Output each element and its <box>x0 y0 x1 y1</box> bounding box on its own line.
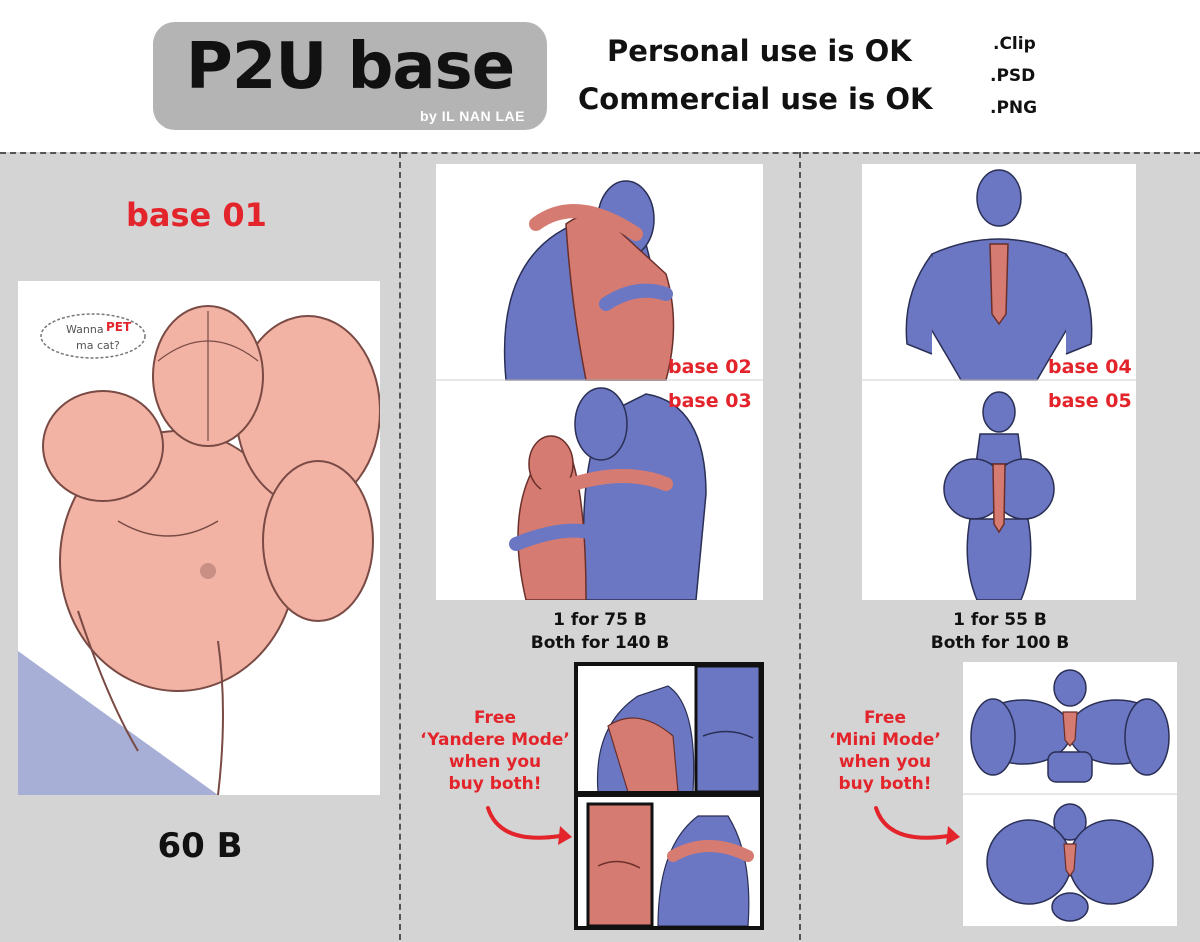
page-title: P2U base <box>185 30 515 104</box>
curved-arrow-icon <box>486 806 572 845</box>
yandere-illustration <box>578 666 760 926</box>
license-commercial: Commercial use is OK <box>578 82 933 116</box>
yandere-mode-offer: Free ‘Yandere Mode’ when you buy both! <box>420 708 570 794</box>
speech-word-2: PET <box>106 320 132 334</box>
base-02-03-preview[interactable]: base 02 base 03 <box>436 164 763 600</box>
license-personal: Personal use is OK <box>607 34 912 68</box>
price-single: 1 for 55 B <box>953 610 1047 630</box>
format-psd: .PSD <box>990 66 1036 86</box>
base-01-price: 60 B <box>157 826 243 866</box>
curved-arrow-icon <box>874 806 960 845</box>
format-clip: .Clip <box>993 34 1036 54</box>
yandere-mode-preview[interactable] <box>574 662 764 930</box>
base-02-03-price: 1 for 75 B Both for 140 B <box>400 609 800 655</box>
mini-illustration <box>963 669 1177 922</box>
column-divider <box>399 152 401 940</box>
speech-word-1: Wanna <box>66 323 104 336</box>
price-bundle: Both for 100 B <box>930 633 1070 653</box>
center-mark-icon <box>1063 843 1077 878</box>
hug-illustration <box>436 180 763 600</box>
mini-mode-offer: Free ‘Mini Mode’ when you buy both! <box>829 708 941 794</box>
mini-mode-preview[interactable] <box>963 662 1177 926</box>
header: P2U base by IL NAN LAE Personal use is O… <box>0 0 1200 150</box>
base-01-illustration: Wanna PET ma cat? <box>18 305 380 795</box>
column-divider <box>799 152 801 940</box>
center-mark-icon <box>989 243 1009 326</box>
base-01-preview[interactable]: Wanna PET ma cat? <box>18 281 380 795</box>
byline: by IL NAN LAE <box>419 108 525 124</box>
center-mark-icon <box>992 463 1006 534</box>
price-bundle: Both for 140 B <box>530 633 670 653</box>
base-03-label: base 03 <box>668 390 752 412</box>
base-05-label: base 05 <box>1048 390 1132 412</box>
ground-shape <box>18 651 218 795</box>
title-badge: P2U base by IL NAN LAE <box>153 22 547 130</box>
center-mark-icon <box>1062 711 1078 747</box>
base-04-05-price: 1 for 55 B Both for 100 B <box>800 609 1200 655</box>
figure-illustration <box>862 169 1136 600</box>
speech-word-3: ma cat? <box>76 339 120 352</box>
base-04-05-preview[interactable]: base 04 base 05 <box>862 164 1136 600</box>
base-01-label: base 01 <box>126 196 267 234</box>
base-04-label: base 04 <box>1048 356 1132 378</box>
base-02-label: base 02 <box>668 356 752 378</box>
price-single: 1 for 75 B <box>553 610 647 630</box>
format-png: .PNG <box>990 98 1038 118</box>
